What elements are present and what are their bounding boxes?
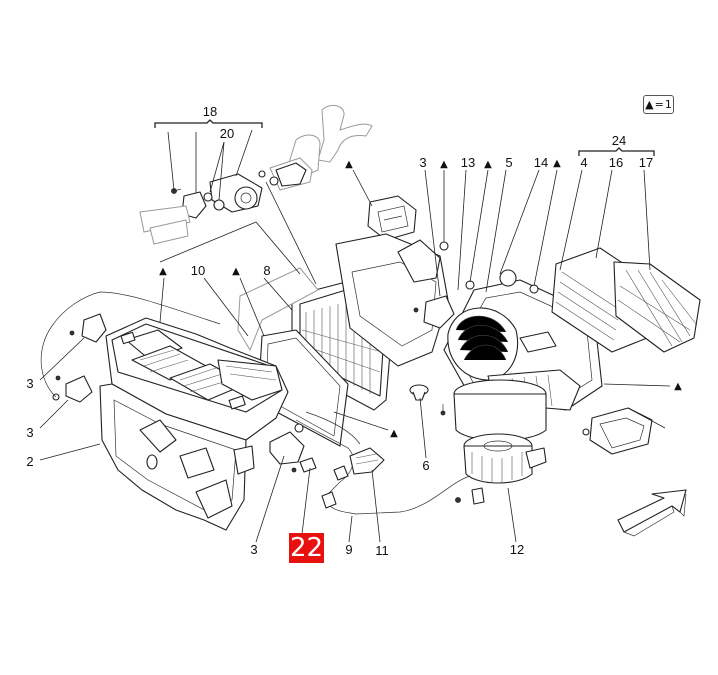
- direction-arrow: [617, 489, 687, 533]
- legend-triangle-icon: ▲: [645, 98, 654, 111]
- callout-9: 9: [345, 542, 352, 557]
- legend-equals: =: [654, 98, 664, 111]
- marker-triangle-icon: ▲: [232, 266, 240, 277]
- callout-14: 14: [534, 155, 548, 170]
- frame-gasket: [237, 267, 319, 352]
- control-module: [582, 407, 653, 455]
- marker-triangle-icon: ▲: [553, 158, 561, 169]
- actuator-bottom: [269, 423, 305, 473]
- callout-20: 20: [220, 126, 234, 141]
- sensor-bracket-part: [367, 195, 417, 241]
- callout-3-top: 3: [419, 155, 426, 170]
- wiring-harness: [295, 411, 471, 515]
- callout-4: 4: [580, 155, 587, 170]
- refrigerant-pipe-group: [139, 104, 373, 245]
- callout-3-left-upper: 3: [26, 376, 33, 391]
- cabin-filters: [551, 247, 701, 353]
- callout-16: 16: [609, 155, 623, 170]
- callout-17: 17: [639, 155, 653, 170]
- triangle-markers: ▲ ▲ ▲ ▲ ▲ ▲ ▲ ▲: [159, 158, 682, 439]
- callout-labels: 3 13 5 14 4 16 17 10 8 3 3 2 6 3 9 11 12: [26, 155, 653, 558]
- blower-motor: [453, 379, 547, 505]
- wiring-harness-left: [40, 291, 221, 398]
- callout-3-left-lower: 3: [26, 425, 33, 440]
- callout-3-bottom: 3: [250, 542, 257, 557]
- callout-10: 10: [191, 263, 205, 278]
- legend-box: ▲ = 1: [643, 95, 674, 114]
- callout-5: 5: [505, 155, 512, 170]
- legend-value: 1: [664, 98, 672, 111]
- bracket-24: [578, 147, 655, 156]
- callout-24: 24: [612, 133, 626, 148]
- callout-8: 8: [263, 263, 270, 278]
- marker-triangle-icon: ▲: [484, 159, 492, 170]
- marker-triangle-icon: ▲: [440, 159, 448, 170]
- drain-grommet: [409, 384, 429, 401]
- marker-triangle-icon: ▲: [390, 428, 398, 439]
- actuator-upper-left: [52, 313, 107, 403]
- callout-13: 13: [461, 155, 475, 170]
- hvac-main-case: [99, 317, 289, 531]
- callout-18: 18: [203, 104, 217, 119]
- marker-triangle-icon: ▲: [345, 159, 353, 170]
- leaders-18-20: [167, 129, 253, 201]
- marker-triangle-icon: ▲: [159, 266, 167, 277]
- callout-11: 11: [375, 543, 389, 558]
- callout-leaders: [39, 169, 671, 543]
- bracket-18: [154, 119, 263, 128]
- marker-triangle-icon: ▲: [674, 381, 682, 392]
- callout-12: 12: [510, 542, 524, 557]
- callout-2: 2: [26, 454, 33, 469]
- upper-housing: [335, 233, 455, 367]
- highlighted-part-number[interactable]: 22: [289, 533, 324, 563]
- callout-6: 6: [422, 458, 429, 473]
